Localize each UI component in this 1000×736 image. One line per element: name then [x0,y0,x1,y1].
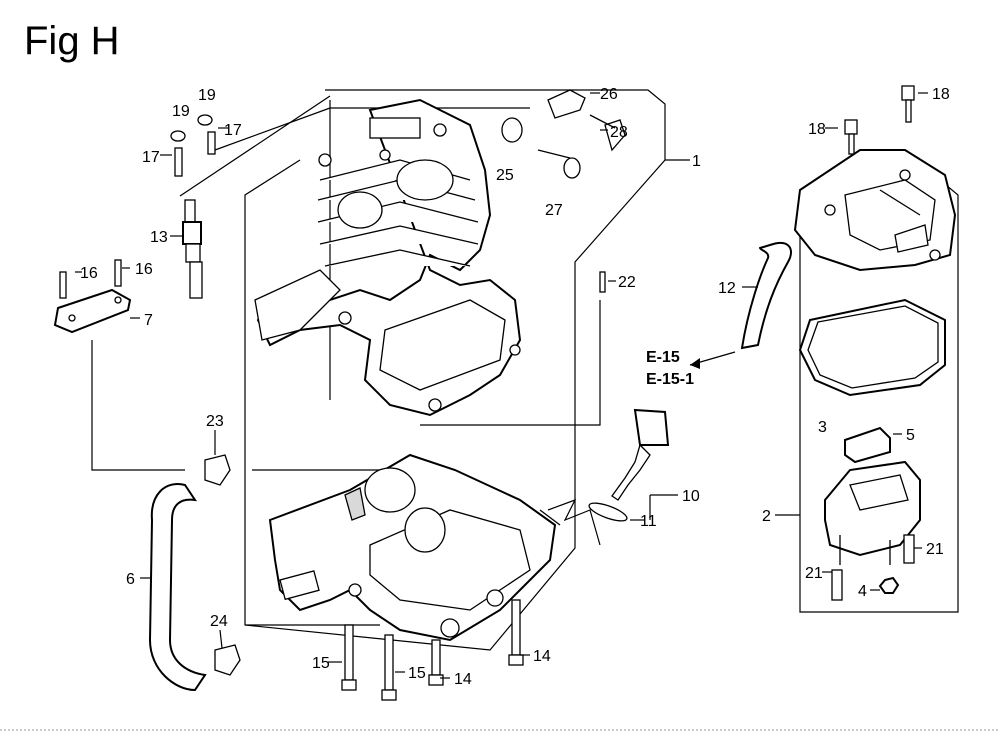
callout-22: 22 [618,274,636,291]
callout-18-left: 18 [808,121,826,138]
callout-21-left: 21 [805,565,823,582]
callout-4: 4 [858,583,867,600]
assembly-frame-lines [91,89,959,651]
callout-16-left: 16 [80,265,98,282]
callout-21-right: 21 [926,541,944,558]
callout-26: 26 [600,86,618,103]
callout-10: 10 [682,488,700,505]
oil-level-switch[interactable] [611,408,670,501]
spark-plug[interactable] [182,199,203,299]
stud-and-nut-17-19[interactable] [170,114,216,177]
valve-parts-25-28[interactable] [501,89,626,179]
breather-hose[interactable] [740,242,792,350]
hex-nut[interactable] [878,576,900,594]
callout-17-left: 17 [142,149,160,166]
callout-15-left: 15 [312,655,330,672]
callout-13: 13 [150,229,168,246]
callout-24: 24 [210,613,228,630]
callout-12: 12 [718,280,736,297]
callout-14-right: 14 [533,648,551,665]
bolt-18-pair[interactable] [844,85,915,155]
callout-7: 7 [144,312,153,329]
callout-leaders [75,92,928,679]
reference-arrow-head [690,358,700,369]
callout-2: 2 [762,508,771,525]
reference-e-15[interactable]: E-15 [646,349,680,366]
screw-21-pair[interactable] [831,534,915,601]
callout-15-right: 15 [408,665,426,682]
callout-11: 11 [640,513,657,530]
callout-27: 27 [545,202,563,219]
cylinder-assembly[interactable] [254,98,522,417]
callout-3: 3 [818,419,827,436]
hose-clip-23[interactable] [204,454,231,486]
callout-18-right: 18 [932,86,950,103]
dowel-pin[interactable] [599,271,606,293]
figure-title: Fig H [24,19,120,63]
screw-16-pair[interactable] [59,259,122,299]
o-ring-11[interactable] [587,500,629,525]
callout-14-bottom: 14 [454,671,472,688]
oil-tank-assembly[interactable] [268,453,561,642]
crankcase-bolts[interactable] [341,599,524,701]
callout-23: 23 [206,413,224,430]
reference-e-15-1[interactable]: E-15-1 [646,371,694,388]
callout-28: 28 [610,124,628,141]
callout-19-top: 19 [198,87,216,104]
callout-5: 5 [906,427,915,444]
hose-6[interactable] [148,483,207,692]
callout-19: 19 [172,103,190,120]
insulator-block[interactable] [844,426,891,464]
head-cover[interactable] [793,149,957,272]
callout-16-right: 16 [135,261,153,278]
cover-gasket-inner [807,305,939,389]
callout-6: 6 [126,571,135,588]
callout-25: 25 [496,167,514,184]
plate-7[interactable] [53,288,132,334]
hose-clip-24[interactable] [214,644,241,676]
callout-numbers: 19 19 17 17 13 16 16 7 26 28 25 27 1 22 … [80,86,950,688]
callout-1: 1 [692,153,701,170]
callout-17-right: 17 [224,122,242,139]
